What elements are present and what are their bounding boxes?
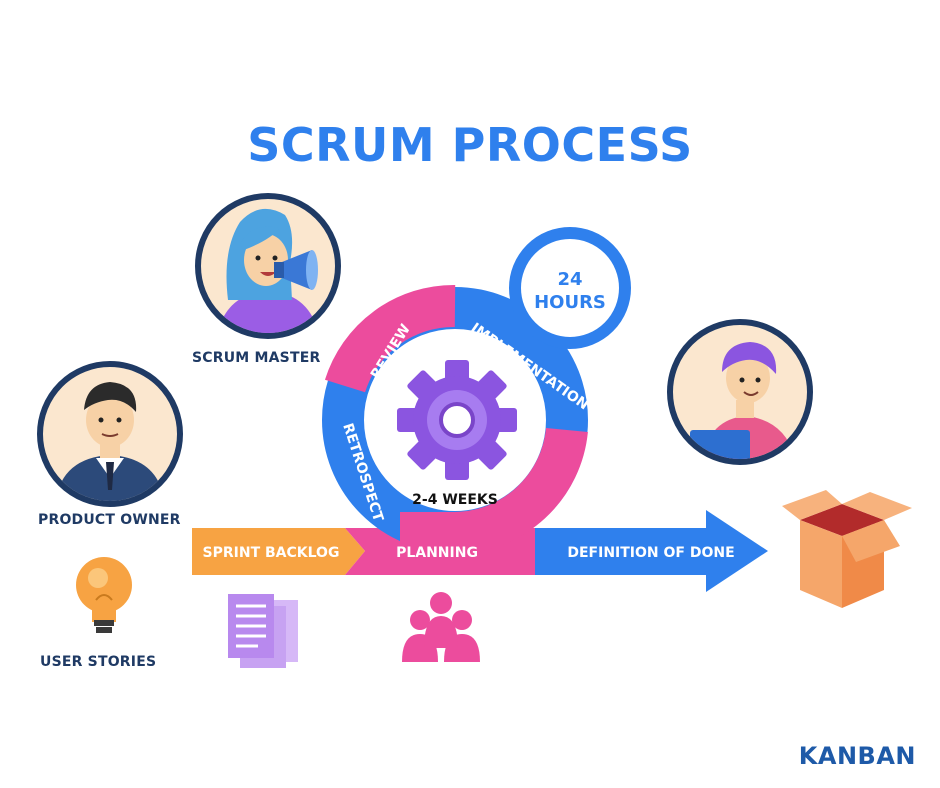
sprint-backlog-label: SPRINT BACKLOG <box>203 545 340 561</box>
page-title: SCRUM PROCESS <box>247 118 693 172</box>
daily-unit: HOURS <box>534 292 606 313</box>
brand-logo: KANBAN <box>798 742 916 770</box>
product-owner-avatar <box>37 361 183 507</box>
definition-of-done-label: DEFINITION OF DONE <box>567 545 734 561</box>
team-icon <box>402 592 480 662</box>
product-owner-label: PRODUCT OWNER <box>38 512 181 528</box>
definition-of-done-segment <box>535 510 768 592</box>
duration-label: 2-4 WEEKS <box>412 492 498 508</box>
box-icon <box>782 490 912 608</box>
gear-icon <box>397 360 517 480</box>
user-stories-label: USER STORIES <box>40 654 157 670</box>
lightbulb-icon <box>76 557 132 633</box>
ring-pink-review <box>324 284 456 393</box>
scrum-master-avatar <box>195 193 341 339</box>
developer-avatar <box>667 319 813 465</box>
megaphone-icon <box>274 250 318 290</box>
sprint-cycle-ring <box>322 284 588 554</box>
scrum-master-label: SCRUM MASTER <box>192 350 321 366</box>
daily-cycle <box>509 227 631 349</box>
planning-label: PLANNING <box>396 545 478 561</box>
daily-number: 24 <box>557 269 582 290</box>
documents-icon <box>228 594 298 668</box>
ring-pink-planning <box>400 427 588 554</box>
sprint-backlog-segment <box>192 528 365 575</box>
